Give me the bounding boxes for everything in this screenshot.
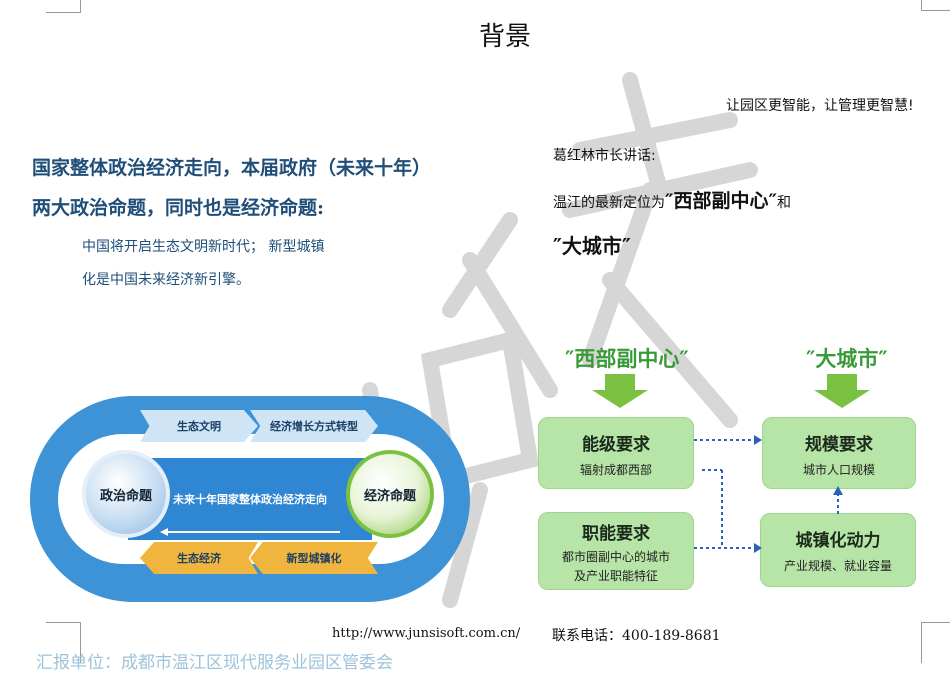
mayor-speech-label: 葛红林市长讲话: xyxy=(553,148,656,164)
crop-mark-top-right xyxy=(921,0,950,11)
footer-phone: 联系电话：400-189-8681 xyxy=(552,625,721,645)
page-title: 背景 xyxy=(478,22,531,52)
box-scale-sub: 城市人口规模 xyxy=(802,463,875,477)
band-growth-transformation: 经济增长方式转型 xyxy=(250,410,378,442)
band-ecological-civilization: 生态文明 xyxy=(140,410,258,442)
box-energy-level-sub: 辐射成都西部 xyxy=(579,463,652,477)
footer-phone-label: 联系电话： xyxy=(552,628,622,644)
up-arrow-connector-icon xyxy=(833,486,843,514)
down-arrow-left-icon xyxy=(592,374,648,408)
position-statement: 温江的最新定位为″西部副中心″和 xyxy=(553,186,791,213)
band-new-urbanization: 新型城镇化 xyxy=(250,542,378,574)
box-function-sub2: 及产业职能特征 xyxy=(573,569,658,583)
crop-mark-bottom-left xyxy=(46,622,81,663)
box-scale: 规模要求 城市人口规模 xyxy=(762,417,916,489)
right-title-west-center: ″西部副中心″ xyxy=(565,347,689,371)
left-heading-line1: 国家整体政治经济走向，本届政府（未来十年） xyxy=(32,157,432,179)
left-heading-line2: 两大政治命题，同时也是经济命题: xyxy=(32,197,325,219)
down-arrow-right-icon xyxy=(814,374,870,408)
position-big-city: ″大城市″ xyxy=(553,234,631,258)
box-urbanization-sub: 产业规模、就业容量 xyxy=(783,559,892,573)
position-prefix: 温江的最新定位为 xyxy=(553,195,665,211)
cycle-arrows xyxy=(160,446,350,536)
right-title-big-city: ″大城市″ xyxy=(806,347,888,371)
circle-economic-issue: 经济命题 xyxy=(346,450,434,538)
band-ecological-economy: 生态经济 xyxy=(140,542,258,574)
box-urbanization: 城镇化动力 产业规模、就业容量 xyxy=(760,513,916,587)
box-function-title: 职能要求 xyxy=(582,524,650,544)
left-sub-line2: 化是中国未来经济新引擎。 xyxy=(82,272,250,288)
position-and: 和 xyxy=(776,195,791,211)
connector-arrows xyxy=(694,435,762,553)
crop-mark-top-left xyxy=(46,0,81,13)
box-urbanization-title: 城镇化动力 xyxy=(795,531,881,551)
box-function: 职能要求 都市圈副中心的城市 及产业职能特征 xyxy=(538,512,694,590)
footer-url-link[interactable]: http://www.junsisoft.com.cn/ xyxy=(332,626,521,641)
footer-organization: 汇报单位：成都市温江区现代服务业园区管委会 xyxy=(36,653,393,673)
position-west-center: ″西部副中心″ xyxy=(665,190,777,212)
left-sub-line1: 中国将开启生态文明新时代； 新型城镇 xyxy=(82,239,325,255)
footer-phone-number: 400-189-8681 xyxy=(622,628,721,644)
box-energy-level: 能级要求 辐射成都西部 xyxy=(538,417,694,489)
box-scale-title: 规模要求 xyxy=(805,435,873,455)
circle-political-issue: 政治命题 xyxy=(82,450,170,538)
box-function-sub1: 都市圈副中心的城市 xyxy=(561,550,670,564)
slogan-text: 让园区更智能，让管理更智慧! xyxy=(726,98,914,114)
box-energy-level-title: 能级要求 xyxy=(582,435,650,455)
crop-mark-bottom-right xyxy=(921,622,950,663)
